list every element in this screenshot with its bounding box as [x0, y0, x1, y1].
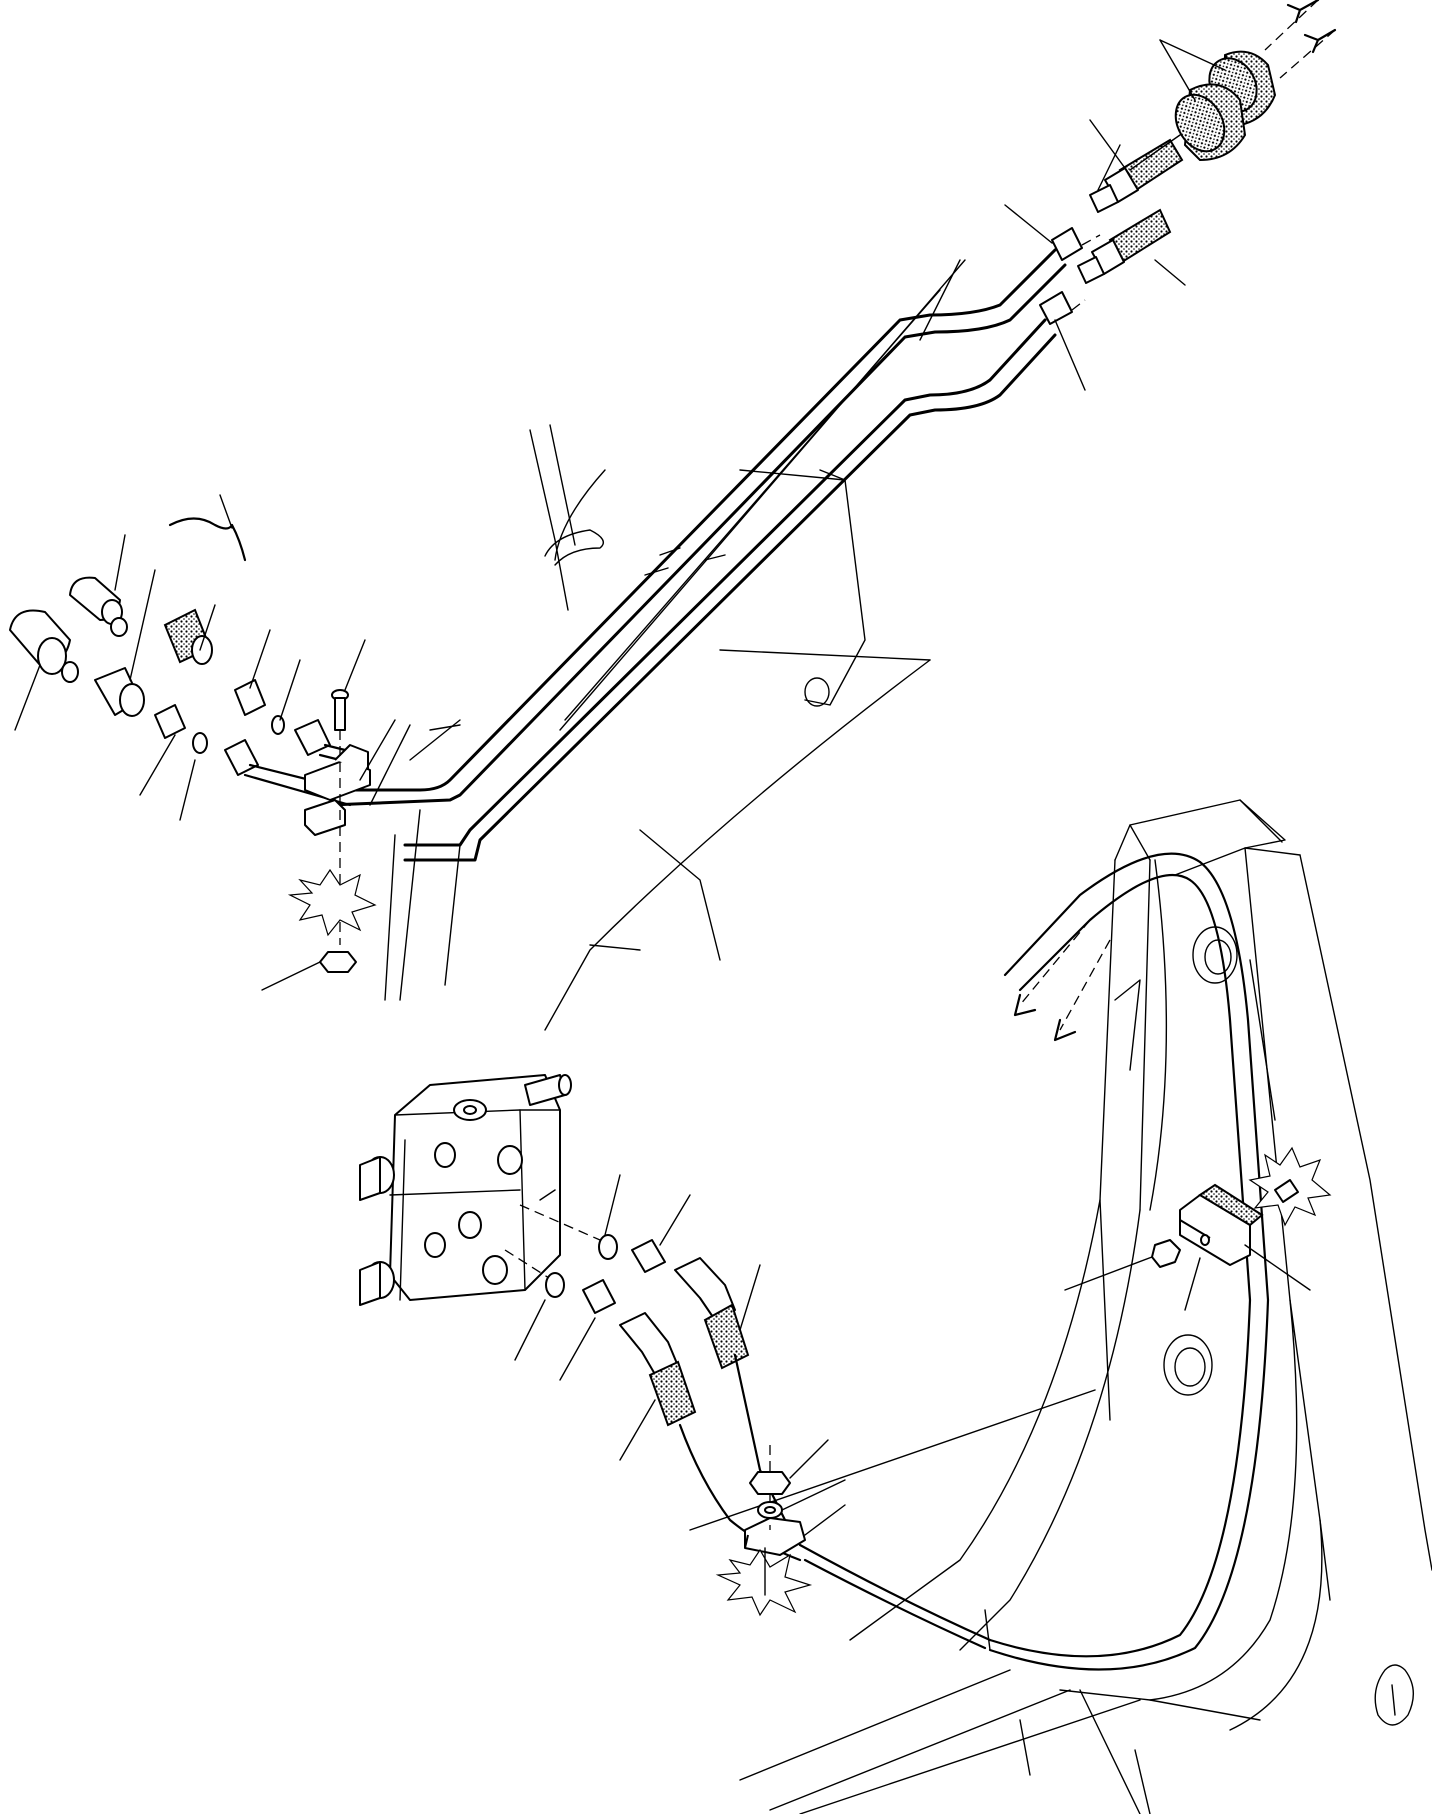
o-ring — [179, 659, 301, 821]
machine-structure — [409, 259, 1432, 1814]
flow-arrow-in — [1264, 0, 1337, 79]
hydraulic-tube-lower — [384, 318, 1057, 1001]
tube-end-fittings — [1039, 227, 1101, 325]
clamp-nut — [261, 730, 377, 991]
coupler-nipple-upper — [1089, 138, 1184, 213]
hose-elbow — [619, 1257, 802, 1562]
frame-clamp-nut — [1064, 1239, 1181, 1291]
leader-lines-top — [1004, 119, 1181, 391]
valve-o-rings — [514, 1174, 621, 1361]
clamp-bolt — [331, 639, 366, 731]
hose-run-frame — [798, 852, 1270, 1671]
adapter — [139, 629, 271, 796]
valve-adapters — [559, 1194, 691, 1381]
coupler-nipple-lower — [1077, 208, 1186, 286]
hose-clamp — [715, 1445, 846, 1617]
flow-arrow-out — [1013, 919, 1111, 1042]
hydraulic-tube-upper — [328, 248, 1067, 807]
frame-clamp — [1179, 1146, 1332, 1311]
hose-nut — [749, 1439, 829, 1495]
tube-breaks — [644, 547, 726, 576]
tube-clamp — [304, 719, 411, 836]
quick-coupler-pair — [1159, 39, 1277, 162]
washer — [757, 1479, 846, 1519]
control-valve — [359, 1074, 601, 1306]
dust-cap-set — [9, 494, 247, 731]
socket — [94, 569, 216, 717]
